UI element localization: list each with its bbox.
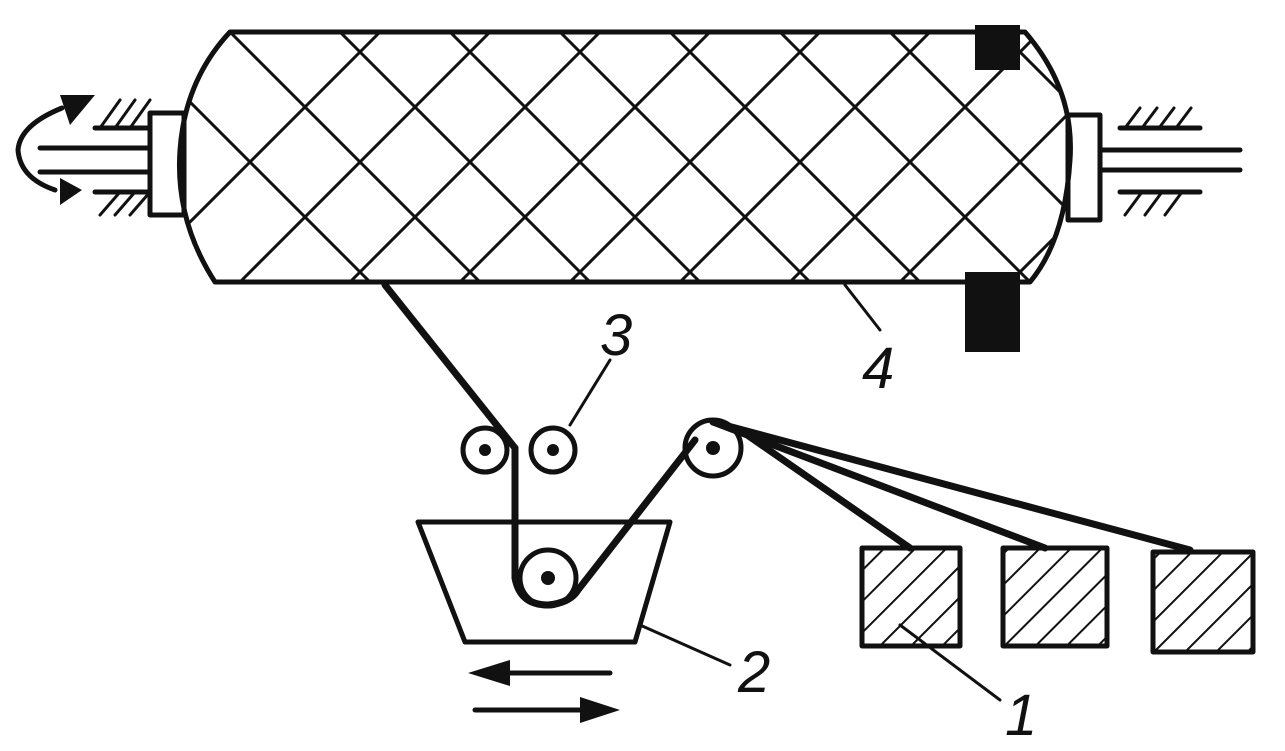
fiber-spools	[859, 545, 1256, 655]
spool-3	[1150, 549, 1256, 655]
squeeze-rollers	[460, 425, 578, 475]
mandrel	[176, 29, 1073, 285]
spool-1	[859, 545, 963, 649]
traverse-arrows-icon	[468, 660, 620, 723]
label-squeeze-rollers: 3	[600, 303, 632, 368]
resin-bath	[415, 519, 673, 645]
left-bearing	[37, 98, 187, 218]
right-bearing	[1065, 106, 1243, 223]
fibers-from-spools	[709, 418, 1194, 554]
label-spools: 1	[1005, 683, 1037, 748]
stop-block-top	[975, 25, 1020, 70]
rotation-arrow-icon	[15, 95, 95, 205]
label-mandrel: 4	[862, 336, 894, 401]
leader-lines	[568, 283, 1002, 702]
spool-2	[1000, 545, 1110, 649]
stop-block-bottom	[965, 272, 1020, 352]
fiber-to-mandrel	[381, 281, 519, 452]
label-resin-bath: 2	[737, 640, 770, 705]
